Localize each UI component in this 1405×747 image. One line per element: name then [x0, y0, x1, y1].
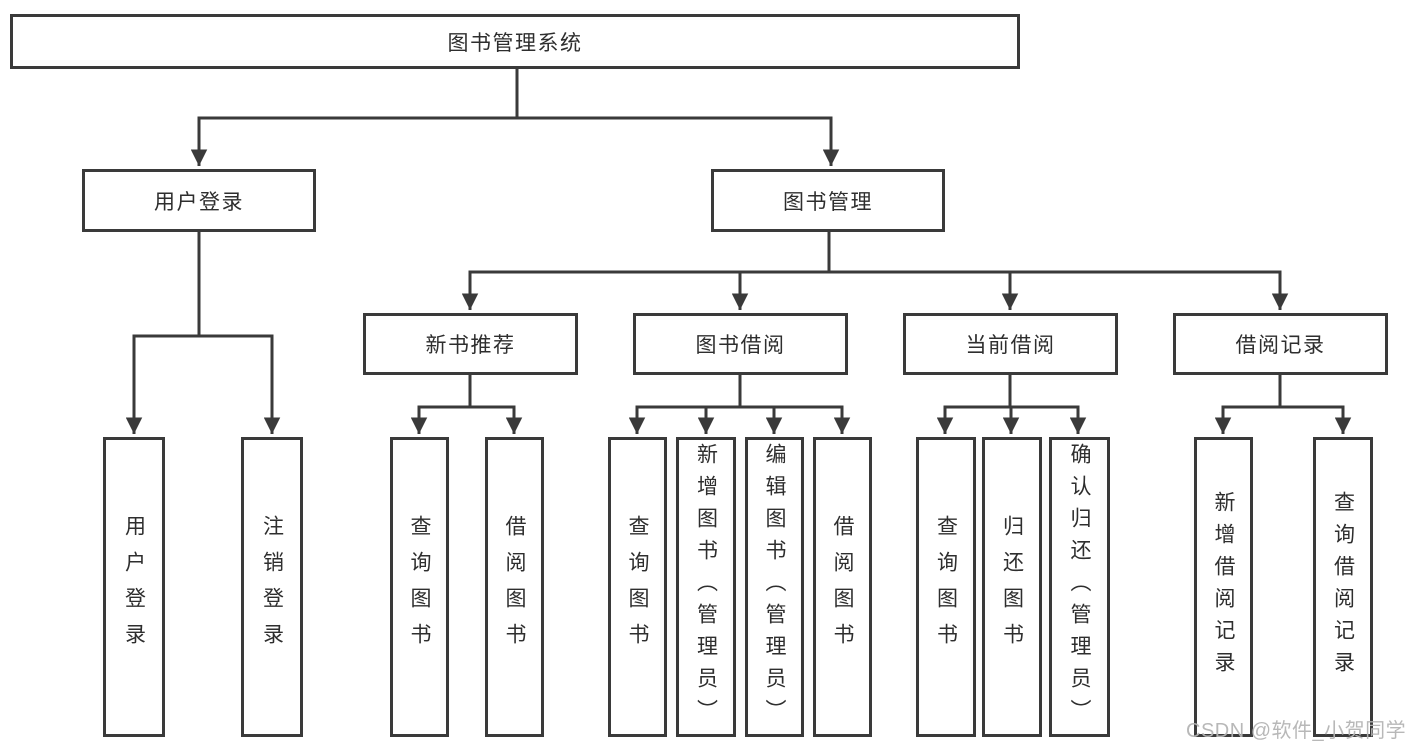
leaf-br-query-record-label: 查询借阅记录: [1331, 491, 1355, 683]
leaf-user-login: 用户登录: [103, 437, 165, 737]
leaf-br-add-record-label: 新增借阅记录: [1212, 491, 1235, 683]
leaf-cb-return-book: 归还图书: [982, 437, 1042, 737]
leaf-nb-borrow-book-label: 借阅图书: [503, 515, 526, 659]
node-current-borrow: 当前借阅: [903, 313, 1118, 375]
leaf-user-login-label: 用户登录: [122, 515, 146, 659]
node-system-root: 图书管理系统: [10, 14, 1020, 69]
leaf-logout-label: 注销登录: [260, 515, 284, 659]
leaf-cb-return-book-label: 归还图书: [1000, 515, 1024, 659]
node-user-login: 用户登录: [82, 169, 316, 232]
leaf-bb-add-book-admin: 新增图书（管理员）: [676, 437, 736, 737]
leaf-bb-query-book: 查询图书: [608, 437, 667, 737]
leaf-nb-borrow-book: 借阅图书: [485, 437, 544, 737]
leaf-bb-add-book-admin-label: 新增图书（管理员）: [694, 443, 718, 731]
leaf-cb-confirm-return-admin-label: 确认归还（管理员）: [1068, 443, 1091, 731]
leaf-cb-query-book: 查询图书: [916, 437, 976, 737]
leaf-cb-confirm-return-admin: 确认归还（管理员）: [1049, 437, 1110, 737]
leaf-bb-edit-book-admin: 编辑图书（管理员）: [745, 437, 804, 737]
connector-trunks: [132, 69, 1345, 409]
leaf-bb-borrow-book: 借阅图书: [813, 437, 872, 737]
node-new-book-rec: 新书推荐: [363, 313, 578, 375]
leaf-bb-edit-book-admin-label: 编辑图书（管理员）: [763, 443, 786, 731]
leaf-cb-query-book-label: 查询图书: [934, 515, 958, 659]
node-book-mgmt: 图书管理: [711, 169, 945, 232]
node-borrow-record: 借阅记录: [1173, 313, 1388, 375]
leaf-bb-borrow-book-label: 借阅图书: [831, 515, 854, 659]
leaf-nb-query-book: 查询图书: [390, 437, 449, 737]
leaf-bb-query-book-label: 查询图书: [626, 515, 649, 659]
leaf-logout: 注销登录: [241, 437, 303, 737]
leaf-nb-query-book-label: 查询图书: [408, 515, 431, 659]
csdn-watermark: CSDN @软件_小贺同学: [1186, 720, 1405, 742]
leaf-br-query-record: 查询借阅记录: [1313, 437, 1373, 737]
node-book-borrow: 图书借阅: [633, 313, 848, 375]
leaf-br-add-record: 新增借阅记录: [1194, 437, 1253, 737]
